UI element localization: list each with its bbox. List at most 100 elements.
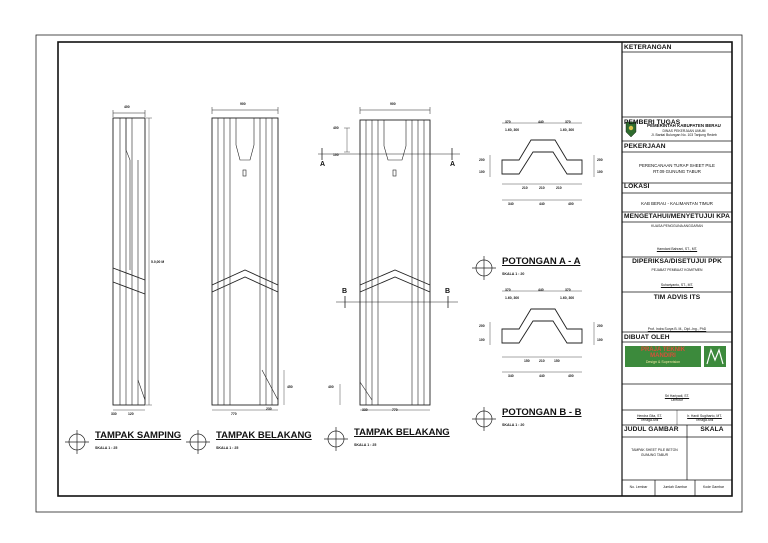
company-tagline: Design & Supervision xyxy=(645,360,681,364)
back-view-2 xyxy=(318,107,460,411)
kpa-name: Hamdani Bahrani, ST., MT. xyxy=(656,247,698,251)
dim-aa-side-right-1: 200 xyxy=(597,158,603,162)
dim-aa-sub-right: 1.60, 300 xyxy=(560,128,575,132)
sign-left-name: Hendra Gita, ST. xyxy=(636,414,663,418)
sign-left-role: Tenaga Ahli xyxy=(640,418,659,422)
dim-bb-top-3: 370 xyxy=(565,288,571,292)
keterangan-heading: KETERANGAN xyxy=(624,44,672,51)
dim-aa-bottom-1: 340 xyxy=(508,202,514,206)
dim-bb-side-left-2: 100 xyxy=(479,338,485,342)
pemberi-address: Jl. Bantai Bulungan No. 103 Tanjung Rede… xyxy=(651,133,717,137)
dim-aa-side-right-2: 100 xyxy=(597,170,603,174)
section-b-b-drawing xyxy=(489,290,595,373)
tim-advis-names: Prof. Indra Surya B. M., Dipl.-Ing., PhD xyxy=(647,327,707,331)
dim-bb-inner-2: 210 xyxy=(539,359,545,363)
dim-bb-top-2: 440 xyxy=(538,288,544,292)
pekerjaan-line-2: RT.09 GUNUNG TABUR xyxy=(653,169,701,174)
pekerjaan-line-1: PERENCANAAN TURAP SHEET PILE xyxy=(639,163,715,168)
dibuat-oleh-heading: DIBUAT OLEH xyxy=(624,334,670,341)
company-director-role: Direktur xyxy=(671,398,683,402)
judul-gambar-heading: JUDUL GAMBAR xyxy=(624,426,679,433)
side-view-title: TAMPAK SAMPING xyxy=(95,430,182,441)
section-mark-b-left: B xyxy=(342,288,348,295)
side-view xyxy=(112,110,152,411)
ppk-name: Suhariyanto, ST., MT. xyxy=(660,283,694,287)
dim-aa-side-left-2: 100 xyxy=(479,170,485,174)
dim-back2-top: 900 xyxy=(390,102,396,106)
dim-bb-inner-1: 150 xyxy=(524,359,530,363)
dim-side-bottom-left: 330 xyxy=(111,412,117,416)
dim-aa-inner-3: 210 xyxy=(556,186,562,190)
company-director: Sri Hariyadi, ST. xyxy=(664,394,690,398)
dim-aa-top-2: 440 xyxy=(538,120,544,124)
pemberi-dept: DINAS PEKERJAAN UMUM xyxy=(662,129,706,133)
section-b-title: POTONGAN B - B xyxy=(502,407,582,418)
back-view-1 xyxy=(211,107,285,411)
company-name-line-1: PRAJA TEKNIK xyxy=(640,347,686,353)
dim-bb-side-right-2: 100 xyxy=(597,338,603,342)
pekerjaan-heading: PEKERJAAN xyxy=(624,143,666,150)
dim-back2-bottom-left: 330 xyxy=(362,408,368,412)
tim-advis-heading: TIM ADVIS ITS xyxy=(653,294,701,301)
lokasi-value: KAB BERAU - KALIMANTAN TIMUR xyxy=(641,201,713,206)
dim-bb-sub-right: 1.60, 300 xyxy=(560,296,575,300)
dim-aa-sub-left: 1.60, 300 xyxy=(505,128,520,132)
title-block: KETERANGAN PEMBERI TUGAS PEMERINTAH KABU… xyxy=(622,42,732,496)
skala-heading: SKALA xyxy=(700,426,724,433)
side-view-scale: SKALA 1 : 25 xyxy=(95,446,118,450)
dim-bb-side-left-1: 200 xyxy=(479,324,485,328)
dim-aa-bottom-2: 440 xyxy=(539,202,545,206)
dim-back1-bottom-right: 230 xyxy=(266,407,272,411)
dim-bb-bottom-3: 400 xyxy=(568,374,574,378)
dim-back1-top: 900 xyxy=(240,102,246,106)
lokasi-heading: LOKASI xyxy=(624,183,650,190)
dim-aa-inner-2: 210 xyxy=(539,186,545,190)
dim-aa-bottom-3: 400 xyxy=(568,202,574,206)
back-view-2-title: TAMPAK BELAKANG xyxy=(354,427,450,438)
back-view-2-scale: SKALA 1 : 25 xyxy=(354,443,377,447)
pemberi-name: PEMERINTAH KABUPATEN BERAU xyxy=(647,123,721,128)
dim-back2-bottom-right: 770 xyxy=(392,408,398,412)
judul-line-2: GUNUNG TABUR xyxy=(640,453,669,457)
section-mark-a-right: A xyxy=(450,161,456,168)
dim-bb-bottom-1: 340 xyxy=(508,374,514,378)
footer-jumlah-gambar: Jumlah Gambar xyxy=(662,485,688,489)
footer-no-lembar: No. Lembar xyxy=(629,485,648,489)
section-a-title: POTONGAN A - A xyxy=(502,256,581,267)
dim-bb-inner-3: 150 xyxy=(554,359,560,363)
section-mark-a-left: A xyxy=(320,161,326,168)
company-logo-icon xyxy=(625,346,726,367)
section-a-scale: SKALA 1 : 20 xyxy=(502,272,525,276)
back-view-1-scale: SKALA 1 : 25 xyxy=(216,446,239,450)
footer-kode-gambar: Kode Gambar xyxy=(702,485,725,489)
ppk-role: PEJABAT PEMBUAT KOMITMEN xyxy=(651,268,703,272)
section-b-scale: SKALA 1 : 20 xyxy=(502,423,525,427)
dim-back1-height: 450 xyxy=(287,385,293,389)
dim-bb-bottom-2: 440 xyxy=(539,374,545,378)
title-block-grid xyxy=(622,51,732,496)
section-mark-b-right: B xyxy=(445,288,451,295)
kpa-role: KUASA PENGGUNA ANGGARAN xyxy=(651,224,703,228)
dim-bb-side-right-1: 200 xyxy=(597,324,603,328)
dim-aa-top-3: 370 xyxy=(565,120,571,124)
pemberi-tugas-heading: PEMBERI TUGAS xyxy=(624,119,681,126)
sign-right-name: Ir. Hardi Sugiharto, MT. xyxy=(687,414,722,418)
dim-aa-top-1: 370 xyxy=(505,120,511,124)
section-a-a-drawing xyxy=(489,122,595,201)
dim-bb-sub-left: 1.60, 300 xyxy=(505,296,520,300)
dim-side-top: 400 xyxy=(124,105,130,109)
dim-back2-left-mid: 100 xyxy=(333,153,339,157)
back-view-1-title: TAMPAK BELAKANG xyxy=(216,430,312,441)
mengetahui-heading: MENGETAHUI/MENYETUJUI KPA xyxy=(624,213,730,220)
dim-side-bottom-right: 120 xyxy=(128,412,134,416)
sign-right-role: Tenaga Ahli xyxy=(695,418,714,422)
diperiksa-heading: DIPERIKSA/DISETUJUI PPK xyxy=(632,258,722,265)
dim-back1-bottom-left: 770 xyxy=(231,412,237,416)
caption-markers xyxy=(65,256,496,454)
dim-side-length: 5.0,00 M xyxy=(151,260,165,264)
dim-bb-top-1: 370 xyxy=(505,288,511,292)
pemberi-logo-icon xyxy=(625,121,637,138)
dim-aa-side-left-1: 200 xyxy=(479,158,485,162)
dim-back2-left-low: 400 xyxy=(328,385,334,389)
